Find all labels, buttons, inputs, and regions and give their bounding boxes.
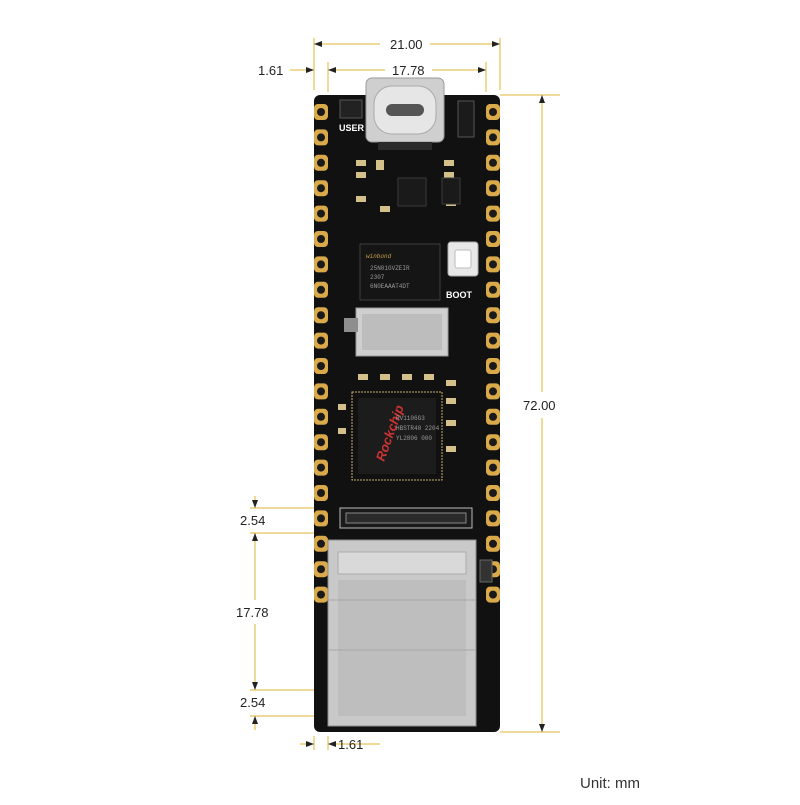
power-switch [457,100,475,138]
left-pad-hole [317,235,325,243]
right-pad-hole [489,311,497,320]
flash-line-2: 2307 [370,274,385,281]
left-pad-hole [317,336,325,345]
left-pad-hole [317,362,325,370]
right-pad-hole [489,387,497,396]
left-pad-hole [317,590,325,599]
fpc-connector [339,507,473,529]
boot-label: BOOT [446,290,473,300]
boot-button [447,241,479,277]
right-pad-hole [489,184,497,193]
right-pad-hole [489,158,497,167]
soc-line-1: RV1106G3 [396,415,425,422]
left-pad-hole [317,489,325,497]
ethernet-jack [327,539,493,727]
left-pad-hole [317,158,325,167]
usb-c-connector [365,77,445,150]
left-pad-hole [317,260,325,269]
right-pad-hole [489,438,497,447]
soc-line-3: YL2806 000 [396,435,432,442]
right-pad-hole [489,133,497,142]
left-pad-hole [317,311,325,320]
dim-left-offset-top: 1.61 [258,63,283,78]
soc-line-2: HBSTR40 2204 [396,425,440,432]
left-pad-hole [317,539,325,548]
dim-pitch-top: 2.54 [240,513,265,528]
right-pad-hole [489,285,497,294]
dim-width-inner: 17.78 [392,63,425,78]
right-pad-hole [489,514,497,523]
left-pad-hole [317,387,325,396]
user-led [339,99,363,119]
right-pad-hole [489,590,497,599]
right-pad-hole [489,489,497,497]
dim-span-side: 17.78 [236,605,269,620]
user-label: USER [339,123,365,133]
left-pad-hole [317,209,325,218]
unit-label: Unit: mm [580,775,640,792]
dim-pitch-bottom: 2.54 [240,695,265,710]
left-pad-hole [317,438,325,447]
right-pad-hole [489,209,497,218]
left-pad-hole [317,463,325,472]
left-pad-hole [317,565,325,574]
left-pad-hole [317,184,325,193]
dim-width-outer: 21.00 [390,37,423,52]
right-pad-hole [489,539,497,548]
right-pad-hole [489,108,497,116]
right-pad-hole [489,336,497,345]
right-pad-hole [489,260,497,269]
left-pad-hole [317,285,325,294]
left-castellated-pads [314,104,328,603]
dimension-arrowheads [252,41,545,747]
right-pad-hole [489,412,497,421]
left-pad-hole [317,412,325,421]
right-pad-hole [489,235,497,243]
regulator [441,177,461,205]
right-pad-hole [489,362,497,370]
left-pad-hole [317,108,325,116]
sd-card-slot [344,307,449,357]
right-pad-hole [489,463,497,472]
soc-chip: Rockchip RV1106G3 HBSTR40 2204 YL2806 00… [351,391,443,481]
left-pad-hole [317,133,325,142]
dim-left-offset-bottom: 1.61 [338,737,363,752]
flash-chip: winbond 25N01GVZEIR 2307 6N0EAAAT4DT [359,243,441,301]
power-ic [397,177,427,207]
right-castellated-pads [486,104,500,603]
dim-height: 72.00 [523,398,556,413]
left-pad-hole [317,514,325,523]
mid-components [338,374,456,452]
flash-line-3: 6N0EAAAT4DT [370,283,410,290]
flash-brand: winbond [366,253,392,260]
flash-line-1: 25N01GVZEIR [370,265,410,272]
